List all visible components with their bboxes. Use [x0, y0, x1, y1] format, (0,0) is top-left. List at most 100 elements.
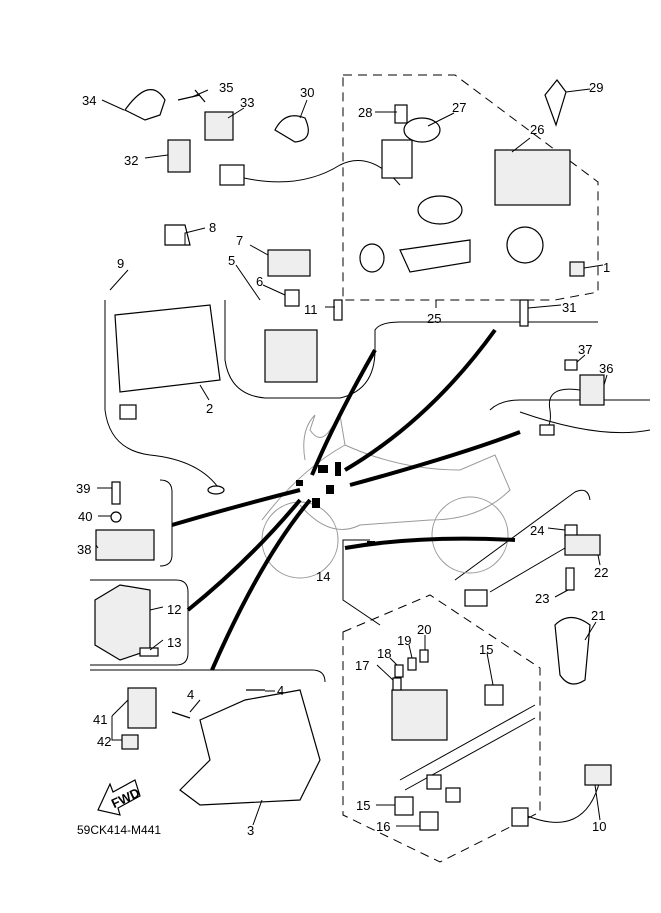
- callout: 2: [206, 401, 213, 416]
- part-26-ecu: [494, 149, 571, 206]
- callout: 23: [535, 591, 549, 606]
- part-10-lead: [584, 764, 612, 786]
- harness-group-boundary: [342, 594, 541, 863]
- part-1-nut: [569, 261, 585, 277]
- coupler: [219, 164, 245, 186]
- part-19-fuse: [407, 657, 417, 671]
- part-27-lock: [403, 117, 441, 143]
- callout: 26: [530, 122, 544, 137]
- sensor-boundary: [489, 399, 651, 434]
- callout: 12: [167, 602, 181, 617]
- callout: 1: [603, 260, 610, 275]
- relay-group-boundary: [224, 300, 598, 399]
- regulator-bracket-boundary: [159, 479, 173, 567]
- callout: 31: [562, 300, 576, 315]
- callout: 7: [236, 233, 243, 248]
- part-35-screw: [177, 89, 206, 103]
- part-6-fuse: [284, 289, 300, 307]
- callout: 37: [578, 342, 592, 357]
- callout: 3: [247, 823, 254, 838]
- part-21-holder: [554, 616, 591, 685]
- callout: 22: [594, 565, 608, 580]
- callout: 15: [356, 798, 370, 813]
- callout: 9: [117, 256, 124, 271]
- callout: 41: [93, 712, 107, 727]
- part-31-screw: [519, 299, 529, 327]
- part-42-holder: [121, 734, 139, 750]
- callout: 19: [397, 633, 411, 648]
- callout: 4: [187, 687, 194, 702]
- frame-boundary: [90, 669, 326, 683]
- callout: 13: [167, 635, 181, 650]
- part-41-relay: [127, 687, 157, 729]
- callout: 36: [599, 361, 613, 376]
- part-18-fuse: [394, 664, 404, 678]
- part-22-switch: [564, 534, 601, 556]
- part-3-bracket: [179, 689, 321, 806]
- part-30-clip: [274, 115, 309, 143]
- callout: 11: [304, 302, 318, 317]
- callout: 17: [355, 658, 369, 673]
- parts: [94, 79, 612, 831]
- callout: 10: [592, 819, 606, 834]
- callout: 28: [358, 105, 372, 120]
- grommet: [359, 243, 385, 273]
- part-15-coupler: [484, 684, 504, 706]
- callout: 18: [377, 646, 391, 661]
- battery-terminal: [119, 404, 137, 420]
- part-8-cover: [164, 224, 191, 246]
- callout: 16: [376, 819, 390, 834]
- callout: 27: [452, 100, 466, 115]
- callout-labels: 34 35 33 30 32 28 27 29 26 1 8 7 5 6 9 1…: [76, 80, 613, 838]
- terminal-eye: [207, 485, 225, 495]
- motorcycle-silhouette: [261, 413, 511, 579]
- callout: 8: [209, 220, 216, 235]
- callout: 30: [300, 85, 314, 100]
- part-5-starter-relay: [264, 329, 318, 383]
- callout: 38: [77, 542, 91, 557]
- part-34-clamp: [124, 89, 166, 121]
- starter-switch-boundary: [454, 489, 591, 581]
- part-17-fuse: [392, 677, 402, 691]
- callout: 4: [277, 683, 284, 698]
- callout: 21: [591, 608, 605, 623]
- forward-arrow-icon: FWD: [97, 779, 142, 816]
- callout: 24: [530, 523, 544, 538]
- callout: 14: [316, 569, 330, 584]
- callout: 15: [479, 642, 493, 657]
- callout: 6: [256, 274, 263, 289]
- rectifier-boundary: [90, 579, 189, 666]
- fuse-box: [391, 689, 448, 741]
- switch-coupler: [464, 589, 488, 607]
- harness-coupler: [445, 787, 461, 803]
- part-23-screw: [565, 567, 575, 591]
- callout: 35: [219, 80, 233, 95]
- part-20-fuse: [419, 649, 429, 663]
- ignition-bracket: [381, 139, 413, 179]
- part-2-battery: [114, 304, 221, 393]
- cap: [506, 226, 544, 264]
- callout: 20: [417, 622, 431, 637]
- lead-coupler: [511, 807, 529, 827]
- callout: 39: [76, 481, 90, 496]
- part-11-bolt: [333, 299, 343, 321]
- callout: 32: [124, 153, 138, 168]
- callout: 33: [240, 95, 254, 110]
- group-leader-lines: [171, 328, 521, 671]
- callout-leaders: [95, 88, 608, 827]
- callout: 5: [228, 253, 235, 268]
- part-40-washer: [110, 511, 122, 523]
- part-38-bracket: [95, 529, 155, 561]
- part-15-coupler-lower: [394, 796, 414, 816]
- part-37-screw: [564, 359, 578, 371]
- callout: 40: [78, 509, 92, 524]
- sensor-coupler: [539, 424, 555, 436]
- part-7-cover: [267, 249, 311, 277]
- fwd-label: FWD: [109, 785, 142, 811]
- part-39-bolt: [111, 481, 121, 505]
- callout: 42: [97, 734, 111, 749]
- part-36-sensor: [579, 374, 605, 406]
- callout: 34: [82, 93, 96, 108]
- callout: 25: [427, 311, 441, 326]
